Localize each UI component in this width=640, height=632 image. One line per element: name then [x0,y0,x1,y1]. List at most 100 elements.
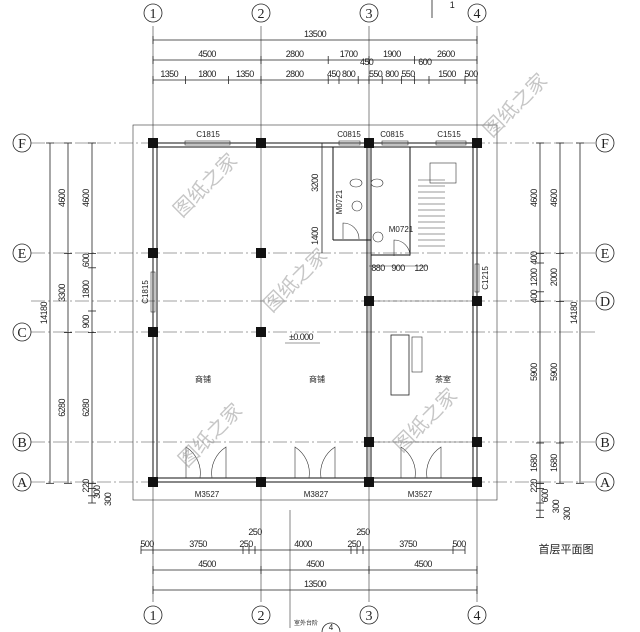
right-below-dim-text: 220 [529,479,539,493]
bottom-row1-dim-text: 250 [356,527,370,537]
bottom-row1-dim-text: 500 [140,539,154,549]
axis-bubble [467,3,487,23]
top-row2-dim-text: 1700 [340,49,358,59]
axis-label-2: 2 [258,7,265,22]
sink-icon [351,200,363,212]
axis-bubble [12,472,32,492]
toilet-icon [370,178,384,188]
column [364,138,374,148]
top-row3-dim-text: 800 [385,69,399,79]
axis-label-B: B [17,436,26,451]
right-below-dim-text: 600 [540,489,550,503]
column [256,327,266,337]
door-label: M3527 [408,490,433,499]
bottom-row2-dim-text: 4500 [414,559,432,569]
column [472,296,482,306]
outer-wall [152,142,478,483]
column [364,296,374,306]
left-total-dim-text: 14180 [39,302,49,325]
stair-landing [429,162,457,184]
top-row3-dim-text: 550 [401,69,415,79]
section-mark-label: 室外台阶 [294,619,318,627]
top-row3-dim-text: 2800 [286,69,304,79]
double-door-icon [400,446,442,479]
axis-label-E: E [18,247,27,262]
room-label: 商铺 [309,374,325,384]
bottom-row2-dim-text: 4500 [306,559,324,569]
axis-bubble [12,432,32,452]
column [364,437,374,447]
top-row3-dim-text: 500 [464,69,478,79]
top-row3-dim-text: 1500 [438,69,456,79]
axis-bubble [359,3,379,23]
left-detail-dim-text: 900 [81,315,91,329]
top-row3-dim-text: 600 [418,57,432,67]
axis-label-B: B [600,436,609,451]
window-label: C1515 [437,130,461,139]
bottom-row1-dim-text: 250 [347,539,361,549]
axis-label-4: 4 [474,609,481,624]
door-icon [393,239,411,257]
axis-bubble [467,605,487,625]
interior-dim: 3200 [310,174,320,192]
right-axes-dim-text: 5900 [549,363,559,381]
axis-bubble [12,243,32,263]
watermark: 图纸之家 [259,244,332,317]
section-mark-bubble [321,622,341,632]
axis-label-A: A [600,476,611,491]
bottom-row1-dim-text: 3750 [189,539,207,549]
room-label: 茶室 [435,374,451,384]
axis-bubble [12,322,32,342]
top-row3-dim-text: 800 [342,69,356,79]
window [338,140,361,146]
right-axes-dim-text: 2000 [549,268,559,286]
window [150,271,156,313]
window [435,140,467,146]
window-label: C0815 [380,130,404,139]
column [148,477,158,487]
bottom-row1-dim-text: 4000 [294,539,312,549]
column [472,138,482,148]
top-row2-dim-text: 2600 [437,49,455,59]
right-detail-dim-text: 400 [529,289,539,303]
top-row2-dim-text: 1900 [383,49,401,59]
top-row2-dim-text: 4500 [198,49,216,59]
room-label: 商铺 [195,374,211,384]
axis-bubble [143,3,163,23]
toilet-icon [349,178,363,188]
watermark: 图纸之家 [479,69,552,142]
section-mark-number: 4 [329,623,334,632]
building-structure [132,124,498,501]
right-below-dim-text: 300 [562,507,572,521]
axis-bubble [595,472,615,492]
left-below-dim-text: 220 [81,479,91,493]
window-label: C1215 [481,266,490,290]
axis-label-2: 2 [258,609,265,624]
left-below-dim-text: 300 [92,485,102,499]
bottom-row1-dim-text: 500 [452,539,466,549]
axis-label-4: 4 [474,7,481,22]
column [148,138,158,148]
axis-label-C: C [17,326,26,341]
door-label: M0721 [335,189,344,214]
tea-table [390,334,410,396]
axis-bubble [251,605,271,625]
axis-label-F: F [601,137,609,152]
bottom-total-dim-text: 13500 [304,579,327,589]
window-label: C1815 [196,130,220,139]
left-detail-dim-text: 6280 [81,399,91,417]
axis-label-E: E [601,247,610,262]
bottom-row1-dim-text: 250 [248,527,262,537]
top-fragment: 1 [450,0,455,10]
top-row3-dim-text: 1350 [160,69,178,79]
axis-label-D: D [600,295,610,310]
axis-bubble [12,133,32,153]
bottom-row2-dim-text: 4500 [198,559,216,569]
sink-icon [372,231,384,243]
door-label: M0721 [389,225,414,234]
right-below-dim-text: 300 [551,499,561,513]
interior-dim: 120 [414,263,428,273]
left-axes-dim-text: 4600 [57,189,67,207]
